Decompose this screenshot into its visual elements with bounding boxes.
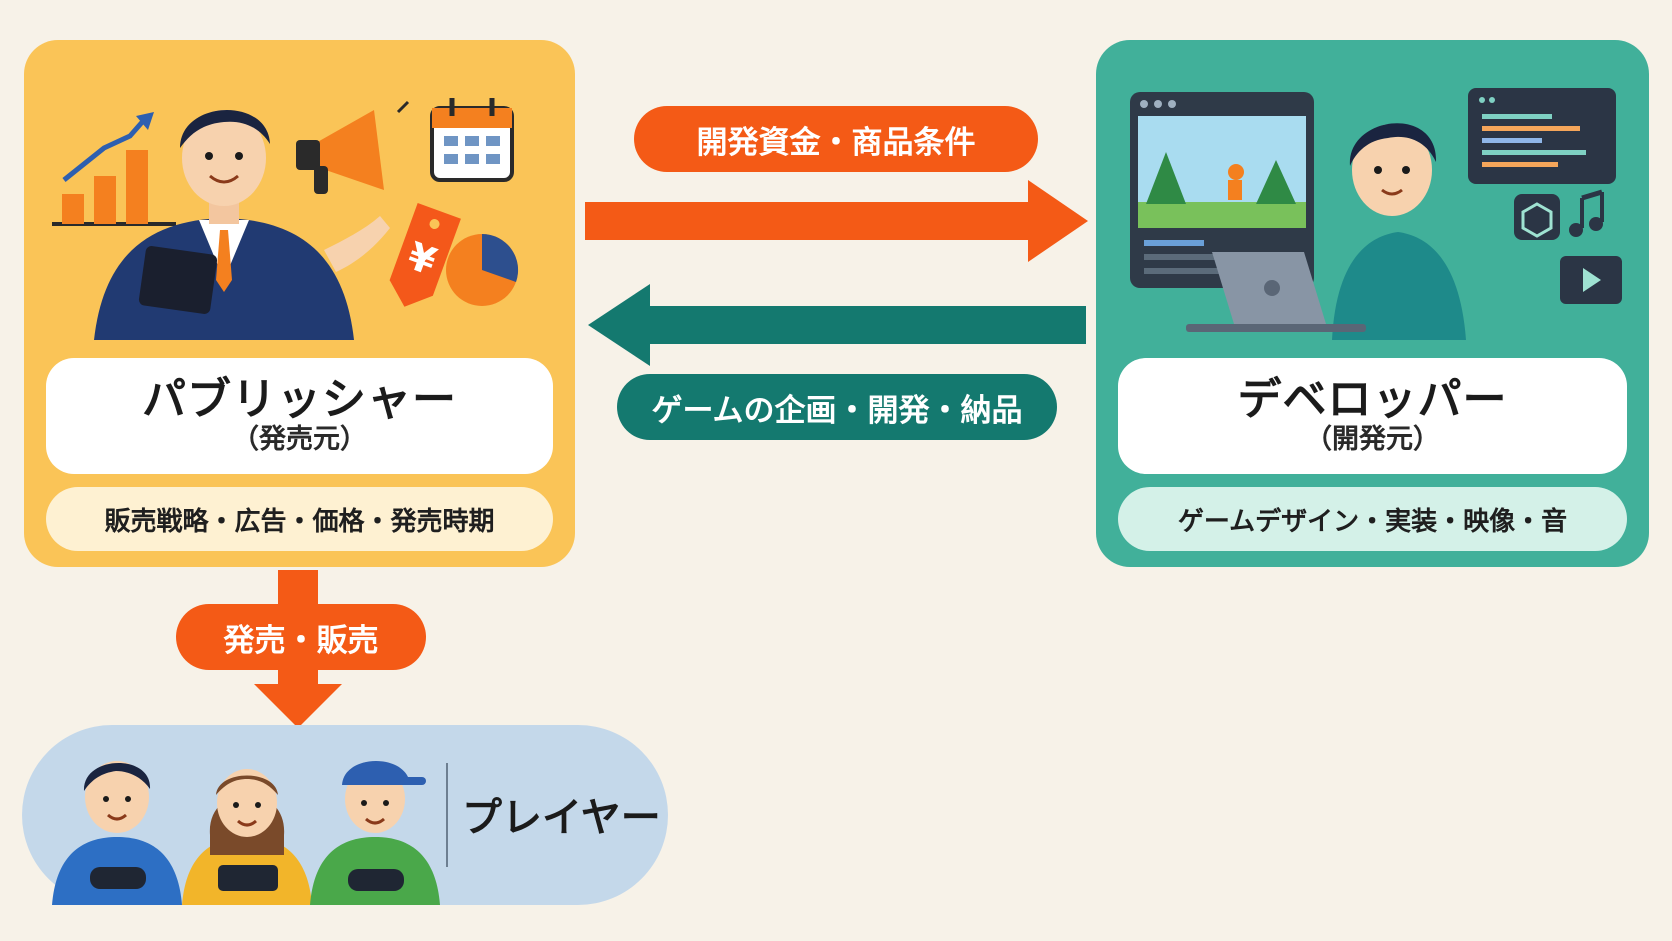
player-cap-boy-icon xyxy=(310,761,440,905)
player-boy-icon xyxy=(52,761,182,905)
developer-illustration xyxy=(1130,88,1622,340)
megaphone-icon xyxy=(296,100,410,194)
cube-icon xyxy=(1514,194,1560,240)
game-screen-icon xyxy=(1130,92,1314,288)
player-divider xyxy=(446,763,448,867)
calendar-icon xyxy=(430,98,514,182)
developer-title: デベロッパー xyxy=(1237,373,1508,425)
music-note-icon xyxy=(1569,189,1604,237)
publisher-name-card: パブリッシャー （発売元） xyxy=(46,358,553,474)
publisher-box: ¥ パブリッシャー （発売元） 販売戦略・広告・価格・発売時期 xyxy=(24,40,575,567)
price-tag-icon: ¥ xyxy=(389,203,461,307)
arrow-to-developer xyxy=(585,180,1088,262)
developer-subtitle: （開発元） xyxy=(1305,424,1440,455)
publisher-roles: 販売戦略・広告・価格・発売時期 xyxy=(46,487,553,551)
pie-chart-icon xyxy=(446,233,519,306)
chart-icon xyxy=(52,112,176,226)
flow-label-sales: 発売・販売 xyxy=(176,604,426,670)
publisher-title: パブリッシャー xyxy=(142,373,457,425)
flow-label-funding: 開発資金・商品条件 xyxy=(634,106,1038,172)
players-illustration xyxy=(52,761,440,905)
player-label: プレイヤー xyxy=(462,795,661,841)
flow-label-development: ゲームの企画・開発・納品 xyxy=(617,374,1057,440)
video-icon xyxy=(1560,256,1622,304)
developer-name-card: デベロッパー （開発元） xyxy=(1118,358,1627,474)
player-box: プレイヤー xyxy=(22,725,668,905)
developer-roles: ゲームデザイン・実装・映像・音 xyxy=(1118,487,1627,551)
businessman-figure xyxy=(94,109,390,340)
publisher-subtitle: （発売元） xyxy=(232,424,367,455)
laptop-icon xyxy=(1186,252,1366,332)
publisher-illustration: ¥ xyxy=(52,98,519,340)
developer-figure xyxy=(1332,123,1466,340)
arrow-to-publisher xyxy=(588,284,1086,366)
player-girl-icon xyxy=(182,769,312,905)
code-window-icon xyxy=(1468,88,1616,184)
developer-box: デベロッパー （開発元） ゲームデザイン・実装・映像・音 xyxy=(1096,40,1649,567)
